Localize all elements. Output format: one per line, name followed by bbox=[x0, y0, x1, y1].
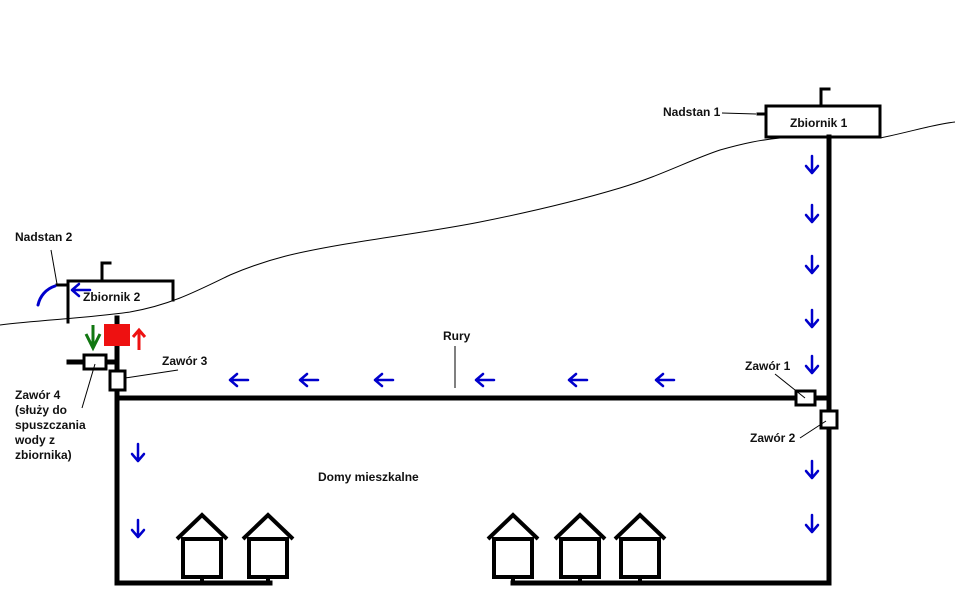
svg-text:spuszczania: spuszczania bbox=[15, 418, 86, 432]
flow-arrow-left-icon bbox=[70, 282, 92, 298]
flow-arrow-down-icon bbox=[804, 154, 820, 175]
flow-arrow-down-icon bbox=[804, 308, 820, 329]
flow-arrow-left-icon bbox=[298, 372, 320, 388]
flow-arrow-left-icon bbox=[567, 372, 589, 388]
house-icon bbox=[553, 512, 607, 583]
flow-arrow-down-icon bbox=[130, 518, 146, 539]
valve-1-leader bbox=[774, 373, 806, 399]
valve-3 bbox=[108, 369, 127, 392]
flow-arrow-down-icon bbox=[804, 459, 820, 480]
valve-2-label: Zawór 2 bbox=[750, 431, 796, 445]
flow-arrow-down-icon bbox=[804, 203, 820, 224]
overflow-1-leader bbox=[721, 112, 757, 115]
valve-3-label: Zawór 3 bbox=[162, 354, 208, 368]
flow-arrow-down-icon bbox=[804, 513, 820, 534]
down-arrow-green bbox=[84, 325, 102, 352]
tank-1: Zbiornik 1 bbox=[756, 87, 882, 139]
houses-label: Domy mieszkalne bbox=[318, 470, 419, 484]
flow-arrows bbox=[70, 154, 820, 539]
flow-arrow-down-icon bbox=[804, 254, 820, 275]
flow-arrow-down-icon bbox=[130, 442, 146, 463]
houses bbox=[175, 512, 667, 583]
svg-text:wody z: wody z bbox=[14, 433, 55, 447]
house-icon bbox=[486, 512, 540, 583]
valve-4 bbox=[82, 353, 108, 371]
valve-2 bbox=[819, 409, 839, 430]
flow-arrow-left-icon bbox=[228, 372, 250, 388]
valve-4-leader bbox=[81, 363, 96, 409]
terrain-line bbox=[0, 121, 955, 326]
pump-block bbox=[104, 324, 130, 346]
overflow-2-label: Nadstan 2 bbox=[15, 230, 73, 244]
valve-1-label: Zawór 1 bbox=[745, 359, 791, 373]
flow-arrow-left-icon bbox=[373, 372, 395, 388]
tank-2-label: Zbiornik 2 bbox=[83, 290, 141, 304]
pipes-label: Rury bbox=[443, 329, 471, 343]
overflow-1-label: Nadstan 1 bbox=[663, 105, 721, 119]
valve-3-leader bbox=[124, 369, 179, 379]
svg-text:(służy do: (służy do bbox=[15, 403, 67, 417]
tank-2: Zbiornik 2 bbox=[36, 261, 175, 324]
tank-1-label: Zbiornik 1 bbox=[790, 116, 848, 130]
valve-4-label: Zawór 4 (służy do spuszczania wody z zbi… bbox=[14, 388, 86, 462]
valve-2-leader bbox=[799, 420, 827, 439]
svg-text:Zawór 4: Zawór 4 bbox=[15, 388, 61, 402]
svg-text:zbiornika): zbiornika) bbox=[15, 448, 72, 462]
overflow-2-leader bbox=[50, 249, 58, 285]
flow-arrow-left-icon bbox=[654, 372, 676, 388]
house-icon bbox=[613, 512, 667, 583]
flow-arrow-down-icon bbox=[804, 354, 820, 375]
flow-arrow-left-icon bbox=[474, 372, 496, 388]
house-icon bbox=[241, 512, 295, 583]
house-icon bbox=[175, 512, 229, 583]
up-arrow-red bbox=[131, 327, 147, 350]
overflow-2-spout bbox=[36, 284, 57, 307]
